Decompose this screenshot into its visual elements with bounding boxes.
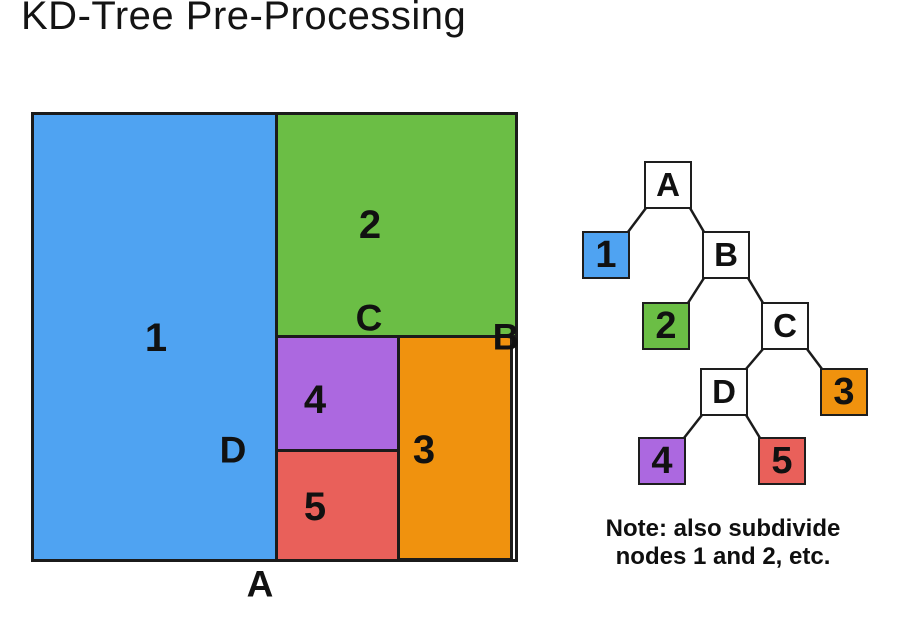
edge-B-C [746, 277, 765, 304]
note-line-2: nodes 1 and 2, etc. [615, 543, 831, 570]
tree-node-C: C [761, 302, 809, 350]
tree-node-2-label: 2 [655, 304, 677, 347]
note-text: Note: also subdivide nodes 1 and 2, etc. [563, 515, 883, 571]
partition-region-1 [31, 112, 278, 562]
note-line-1: Note: also subdivide [605, 515, 841, 542]
tree-node-D: D [700, 368, 748, 416]
tree-node-D-label: D [712, 373, 736, 410]
tree-node-3-label: 3 [833, 370, 855, 413]
split-label-d: D [219, 429, 247, 471]
tree-node-1: 1 [582, 231, 630, 279]
tree-node-1-label: 1 [595, 233, 617, 276]
tree-node-2: 2 [642, 302, 690, 350]
tree-node-5: 5 [758, 437, 806, 485]
partition-region-3 [397, 335, 513, 561]
tree-node-4-label: 4 [651, 439, 673, 482]
tree-edges [627, 207, 823, 439]
page-title: KD-Tree Pre-Processing [21, 0, 467, 38]
tree-node-B: B [702, 231, 750, 279]
edge-C-D [745, 348, 764, 370]
region-5-label: 5 [303, 485, 327, 529]
edge-A-1 [627, 207, 647, 233]
tree-node-A: A [644, 161, 692, 209]
split-label-c: C [355, 297, 383, 339]
split-label-b: B [492, 316, 520, 358]
tree-node-4: 4 [638, 437, 686, 485]
region-1-label: 1 [144, 316, 168, 360]
tree-node-B-label: B [714, 236, 738, 273]
edge-C-3 [806, 348, 823, 370]
tree-node-3: 3 [820, 368, 868, 416]
split-label-a: A [246, 563, 274, 605]
edge-B-2 [686, 277, 706, 304]
tree-node-5-label: 5 [771, 439, 793, 482]
tree-node-C-label: C [773, 307, 797, 344]
region-4-label: 4 [303, 378, 327, 422]
region-3-label: 3 [412, 428, 436, 472]
region-2-label: 2 [358, 203, 382, 247]
edge-A-B [688, 207, 706, 233]
partition-region-2 [275, 112, 518, 338]
partition-outline [31, 112, 518, 562]
edge-D-5 [744, 414, 762, 439]
tree-node-A-label: A [656, 166, 680, 203]
edge-D-4 [683, 414, 703, 439]
